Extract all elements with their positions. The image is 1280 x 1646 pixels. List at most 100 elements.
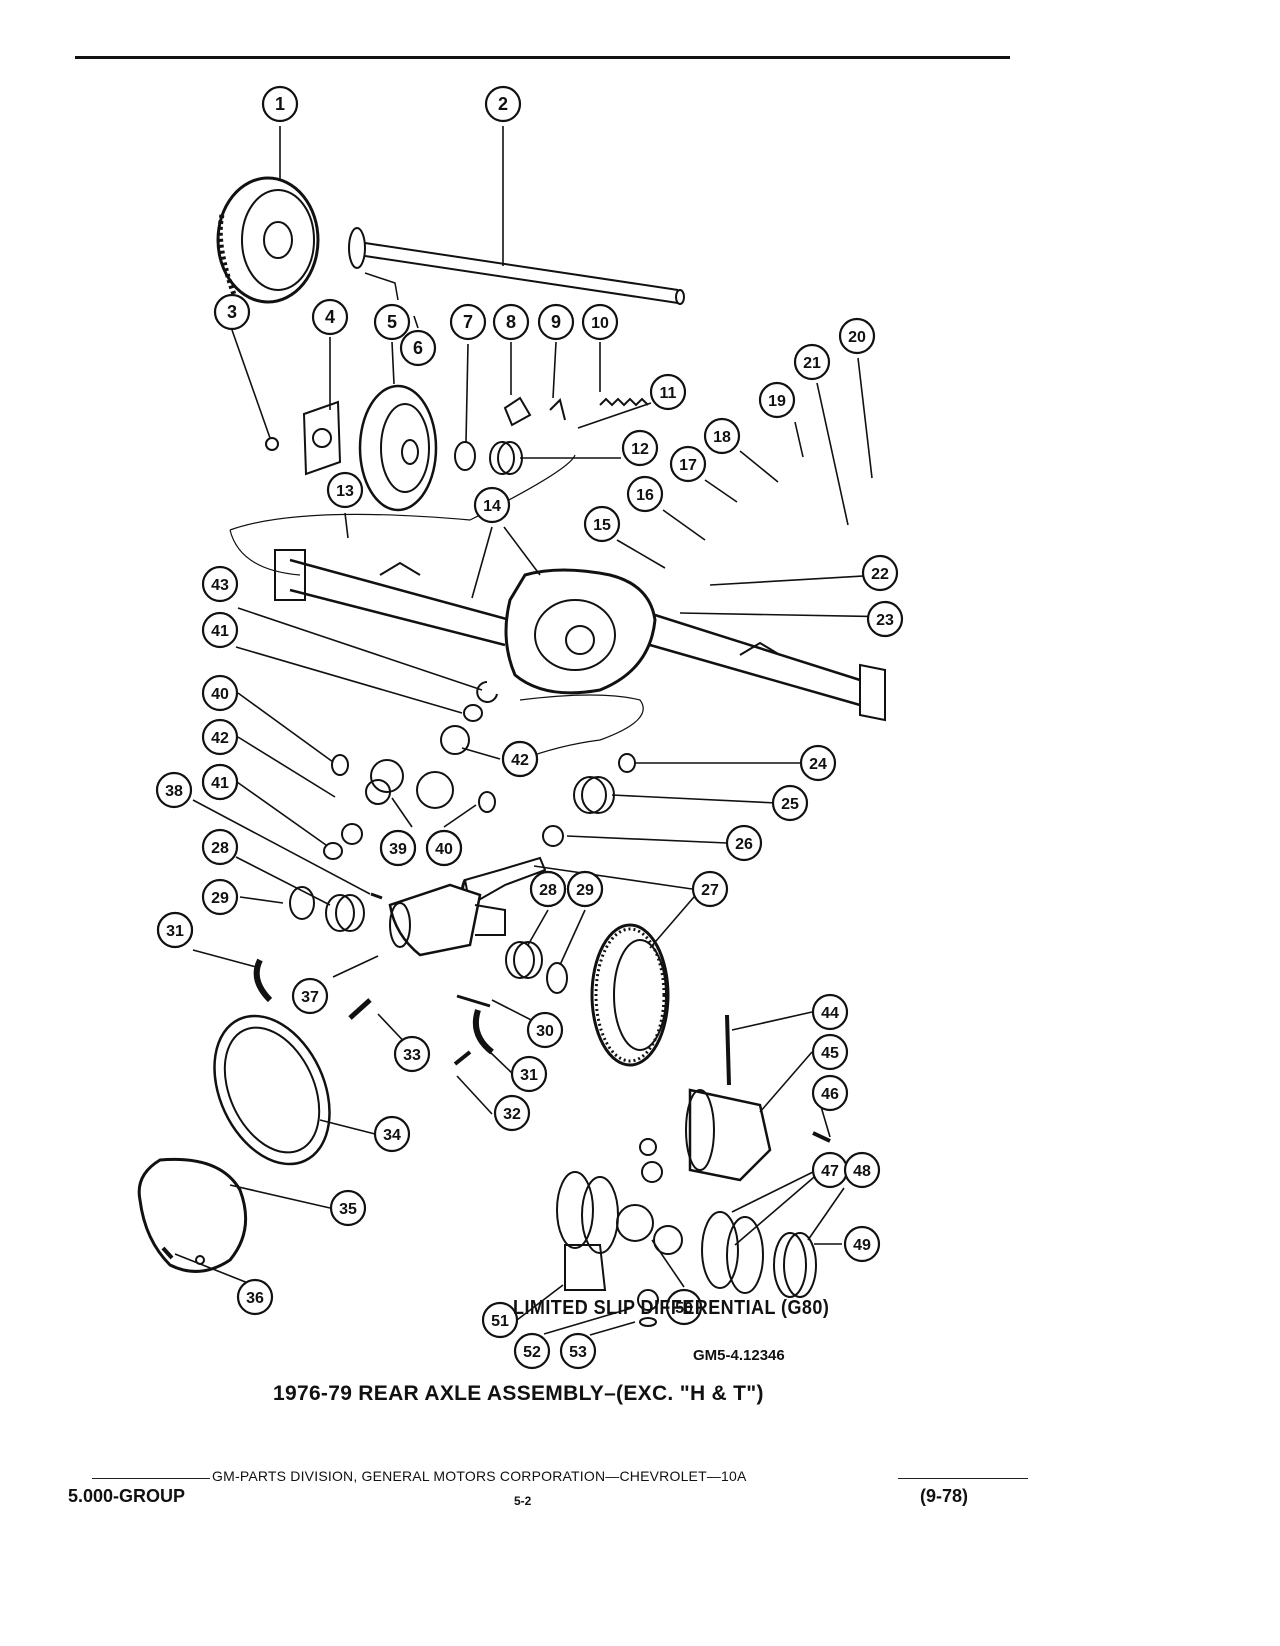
callout-number: 44	[821, 1005, 839, 1022]
callout-17: 17	[669, 445, 707, 483]
callout-number: 28	[539, 882, 557, 899]
lsd-pinion-part	[637, 1289, 659, 1311]
callout-number: 15	[593, 517, 611, 534]
callout-number: 53	[569, 1344, 587, 1361]
reference-code: GM5-4.12346	[693, 1347, 785, 1364]
callout-circle	[291, 977, 329, 1015]
callout-circle	[649, 373, 687, 411]
callout-number: 21	[803, 355, 821, 372]
callout-circle	[201, 878, 239, 916]
footer-rule-left	[92, 1478, 210, 1479]
gasket-plate-part	[302, 400, 342, 476]
callout-circle	[537, 303, 575, 341]
callout-number: 10	[591, 315, 609, 332]
callout-circle	[399, 329, 437, 367]
callout-15: 15	[583, 505, 621, 543]
callout-circle	[261, 85, 299, 123]
callout-25: 25	[771, 784, 809, 822]
callout-41: 41	[201, 611, 239, 649]
lock-screw-part	[456, 994, 491, 1008]
callout-number: 41	[211, 623, 229, 640]
callout-circle	[725, 824, 763, 862]
callout-number: 52	[523, 1344, 541, 1361]
callout-number: 29	[211, 890, 229, 907]
callout-number: 22	[871, 566, 889, 583]
callout-number: 29	[576, 882, 594, 899]
callout-number: 45	[821, 1045, 839, 1062]
callout-number: 40	[435, 841, 453, 858]
callout-37: 37	[291, 977, 329, 1015]
page-number: 5-2	[514, 1494, 532, 1508]
callout-circle	[329, 1189, 367, 1227]
callout-number: 50	[675, 1300, 693, 1317]
callout-circle	[526, 1011, 564, 1049]
callout-number: 31	[166, 923, 184, 940]
publisher-line: GM-PARTS DIVISION, GENERAL MOTORS CORPOR…	[210, 1468, 749, 1484]
callout-circle	[326, 471, 364, 509]
callout-number: 11	[660, 385, 677, 402]
callout-number: 2	[498, 94, 508, 114]
lsd-side-gear-part	[616, 1204, 654, 1242]
callout-7: 7	[449, 303, 487, 341]
callout-circle	[843, 1225, 881, 1263]
callout-circle	[581, 303, 619, 341]
pinion-bearing-part	[618, 753, 636, 773]
callout-51: 51	[481, 1301, 519, 1339]
callout-circle	[156, 911, 194, 949]
callout-circle	[703, 417, 741, 455]
callout-circle	[473, 486, 511, 524]
axle-shaft-part	[348, 227, 685, 305]
callout-number: 31	[520, 1067, 538, 1084]
callout-6: 6	[399, 329, 437, 367]
pinion-washer-part	[542, 825, 564, 847]
callout-circle	[843, 1151, 881, 1189]
callout-number: 49	[853, 1237, 871, 1254]
callout-circle	[493, 1094, 531, 1132]
callout-circle	[665, 1288, 703, 1326]
callout-circle	[501, 740, 539, 778]
callout-33: 33	[393, 1035, 431, 1073]
callout-circle	[311, 298, 349, 336]
callout-16: 16	[626, 475, 664, 513]
bearing-part	[489, 441, 523, 475]
callout-number: 6	[413, 338, 423, 358]
brake-strut-part	[549, 398, 566, 421]
subassembly-label: LIMITED SLIP DIFFERENTIAL (G80)	[513, 1297, 830, 1319]
callout-number: 25	[781, 796, 799, 813]
callout-1: 1	[261, 85, 299, 123]
callout-52: 52	[513, 1332, 551, 1370]
callout-number: 41	[211, 775, 229, 792]
callout-circle	[691, 870, 729, 908]
callout-number: 30	[536, 1023, 554, 1040]
callout-number: 5	[387, 312, 397, 332]
callout-number: 37	[301, 989, 319, 1006]
callout-9: 9	[537, 303, 575, 341]
callout-23: 23	[866, 600, 904, 638]
callout-circle	[481, 1301, 519, 1339]
callout-circle	[771, 784, 809, 822]
callout-circle	[201, 828, 239, 866]
pinion-bearing-outer-part	[573, 776, 615, 814]
callout-31: 31	[156, 911, 194, 949]
callout-number: 47	[821, 1163, 839, 1180]
callout-circle	[201, 611, 239, 649]
callout-34: 34	[373, 1115, 411, 1153]
callout-number: 4	[325, 307, 335, 327]
callout-30: 30	[526, 1011, 564, 1049]
bearing-cap-part	[472, 1009, 494, 1055]
callout-31: 31	[510, 1055, 548, 1093]
callout-number: 7	[463, 312, 473, 332]
callout-number: 28	[211, 840, 229, 857]
callout-number: 35	[339, 1201, 357, 1218]
side-bearing-part	[289, 886, 568, 994]
ring-gear-bolt-part	[370, 892, 383, 900]
callout-number: 27	[701, 882, 719, 899]
callout-circle	[201, 763, 239, 801]
callout-circle	[838, 317, 876, 355]
callout-number: 48	[853, 1163, 871, 1180]
callout-circle	[669, 445, 707, 483]
lsd-guide-part	[564, 1244, 607, 1291]
cover-gasket-part	[213, 1014, 331, 1166]
callout-11: 11	[649, 373, 687, 411]
